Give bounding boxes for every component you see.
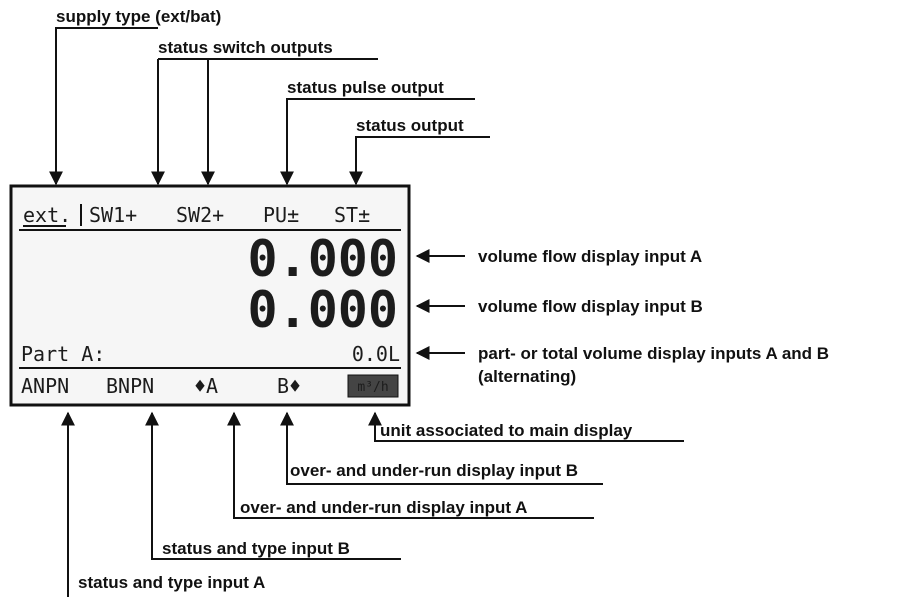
part-value: 0.0L xyxy=(352,342,400,366)
supply-type-text: ext. xyxy=(23,203,71,227)
svg-text:part- or total volume display: part- or total volume display inputs A a… xyxy=(478,344,829,363)
sw1-status-text: SW1+ xyxy=(89,203,137,227)
output-status-text: ST± xyxy=(334,203,370,227)
svg-text:status pulse output: status pulse output xyxy=(287,78,444,97)
callout-part-total: part- or total volume display inputs A a… xyxy=(415,344,829,386)
svg-text:status and type input A: status and type input A xyxy=(78,573,265,592)
pulse-status-text: PU± xyxy=(263,203,299,227)
callout-overrun-a: over- and under-run display input A xyxy=(227,411,594,519)
input-b-type-text: BNPN xyxy=(106,374,154,398)
svg-text:volume flow display input B: volume flow display input B xyxy=(478,297,703,316)
flow-value-b: 0.000 xyxy=(247,281,398,339)
svg-text:over- and under-run display in: over- and under-run display input B xyxy=(290,461,578,480)
svg-text:over- and under-run display in: over- and under-run display input A xyxy=(240,498,527,517)
svg-text:status switch outputs: status switch outputs xyxy=(158,38,333,57)
callout-status-output: status output xyxy=(349,116,490,186)
svg-text:volume flow display input A: volume flow display input A xyxy=(478,247,702,266)
sw2-status-text: SW2+ xyxy=(176,203,224,227)
callout-unit: unit associated to main display xyxy=(368,411,684,442)
callout-status-pulse: status pulse output xyxy=(280,78,475,186)
callout-overrun-b: over- and under-run display input B xyxy=(280,411,603,485)
svg-text:status output: status output xyxy=(356,116,464,135)
callout-supply-type: supply type (ext/bat) xyxy=(49,7,221,186)
svg-text:status and type input B: status and type input B xyxy=(162,539,350,558)
input-a-type-text: ANPN xyxy=(21,374,69,398)
part-label: Part A: xyxy=(21,342,105,366)
svg-text:unit associated to main displa: unit associated to main display xyxy=(380,421,633,440)
flow-value-a: 0.000 xyxy=(247,230,398,288)
svg-text:supply type (ext/bat): supply type (ext/bat) xyxy=(56,7,221,26)
callout-type-a: status and type input A xyxy=(61,411,265,597)
svg-text:m³/h: m³/h xyxy=(357,380,388,395)
overrun-b-text: B♦ xyxy=(277,374,301,398)
callout-type-b: status and type input B xyxy=(145,411,401,560)
unit-icon: m³/h xyxy=(347,374,399,398)
callout-flow-a: volume flow display input A xyxy=(415,247,702,266)
svg-text:(alternating): (alternating) xyxy=(478,367,576,386)
callout-flow-b: volume flow display input B xyxy=(415,297,703,316)
lcd-panel: ext. SW1+ SW2+ PU± ST± 0.000 0.000 Part … xyxy=(9,184,411,407)
overrun-a-text: ♦A xyxy=(194,374,218,398)
callout-status-switch: status switch outputs xyxy=(151,38,378,186)
